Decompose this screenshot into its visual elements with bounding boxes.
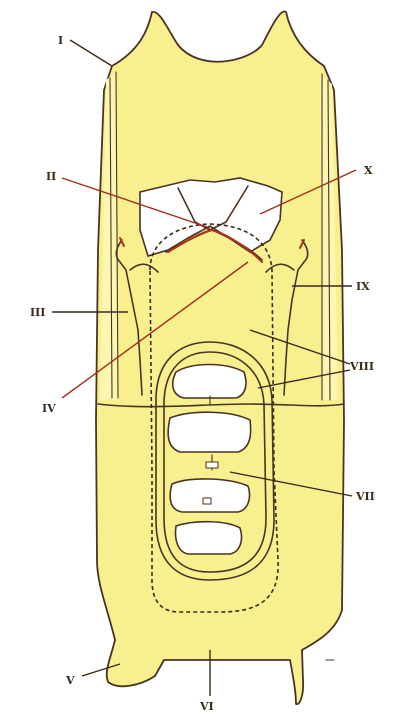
label-X: X [364, 164, 373, 177]
label-I: I [58, 34, 63, 47]
segment-3 [170, 479, 249, 512]
label-VI: VI [199, 700, 214, 713]
leader-I [70, 40, 112, 66]
body-outline [96, 12, 344, 705]
label-III: III [30, 306, 45, 319]
label-II: II [46, 170, 56, 183]
segment-1 [173, 365, 246, 399]
label-VIII: VIII [349, 360, 374, 373]
label-V: V [65, 674, 75, 687]
segment-4 [176, 522, 242, 554]
label-IV: IV [42, 402, 56, 415]
segment-2 [168, 412, 251, 452]
label-VII: VII [355, 490, 375, 503]
label-IX: IX [356, 280, 370, 293]
